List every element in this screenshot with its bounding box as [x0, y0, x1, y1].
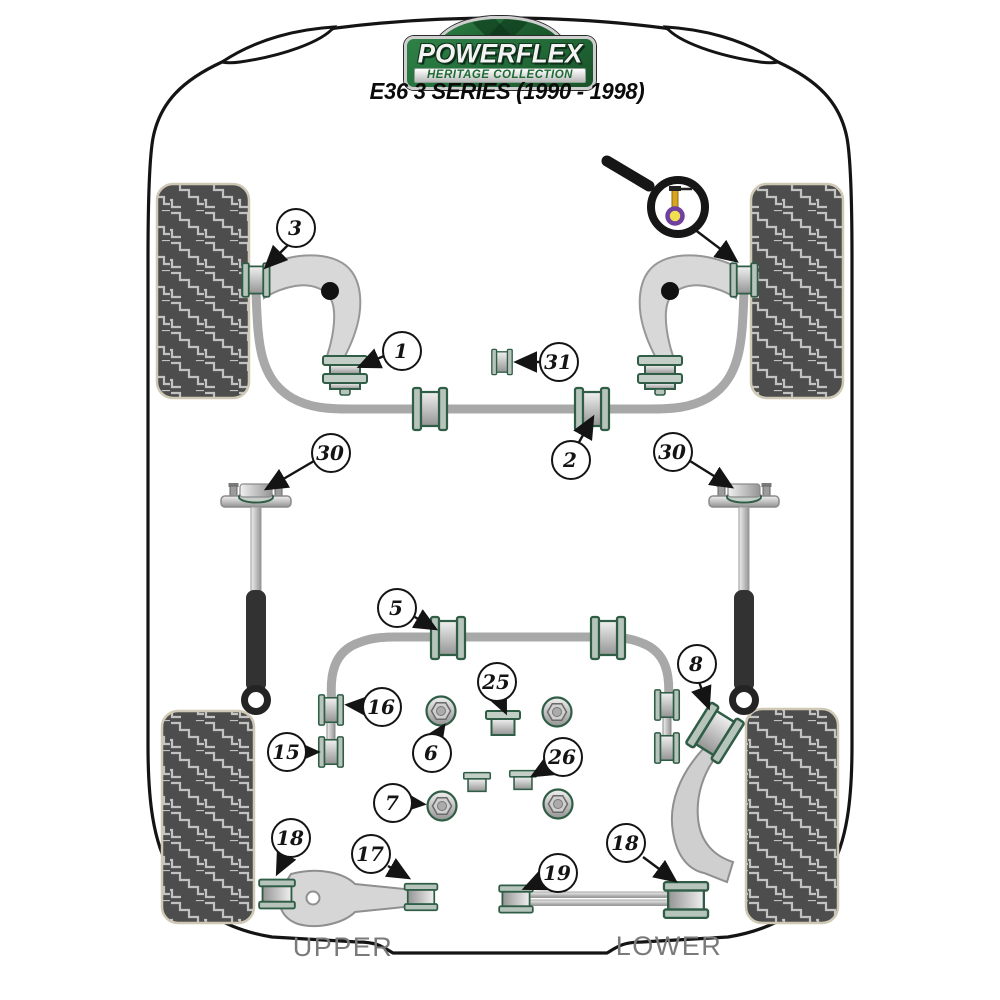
callout-number: 5: [389, 596, 403, 620]
bushing-part25: [485, 710, 521, 736]
rear-lower-arm: [515, 891, 673, 906]
callout-18-right: 18: [606, 823, 646, 863]
callout-number: 16: [367, 695, 395, 719]
callout-8: 8: [677, 644, 717, 684]
strut-right-part30: [709, 483, 779, 712]
bushing-part3-left: [241, 262, 271, 298]
shock-mount-left-part1: [322, 355, 368, 396]
callout-number: 25: [482, 670, 510, 694]
callout-number: 2: [563, 448, 577, 472]
arm-hole: [305, 890, 321, 906]
callout-number: 17: [356, 842, 384, 866]
brand-name: POWERFLEX: [417, 37, 583, 69]
callout-30-right: 30: [653, 432, 693, 472]
callout-26: 26: [543, 737, 583, 777]
callout-number: 26: [548, 745, 576, 769]
callout-5: 5: [377, 588, 417, 628]
callout-19: 19: [538, 853, 578, 893]
callout-number: 6: [424, 741, 438, 765]
small-bushing-part31: [491, 348, 513, 376]
nut-part6-right: [541, 696, 573, 728]
callout-18-left: 18: [271, 818, 311, 858]
end-link-bushing-right-bottom: [653, 732, 681, 764]
callout-number: 3: [288, 216, 302, 240]
tire-rear-left: [160, 709, 256, 925]
bushing-part26-right: [508, 769, 538, 791]
lower-arm-bushing-part18: [662, 880, 710, 920]
callout-1: 1: [382, 331, 422, 371]
tire-front-right: [749, 182, 845, 400]
callout-7: 7: [373, 783, 413, 823]
callout-number: 30: [316, 441, 344, 465]
callout-15: 15: [267, 732, 307, 772]
ball-joint-hole: [321, 282, 339, 300]
logo-badge: POWERFLEX HERITAGE COLLECTION: [404, 36, 596, 90]
callout-number: 18: [611, 831, 639, 855]
tire-rear-right: [744, 707, 840, 925]
bushing-part26-left: [462, 771, 492, 793]
rear-anti-roll-bar: [326, 632, 674, 709]
callout-number: 15: [272, 740, 300, 764]
rear-arb-bushing-left-part5: [429, 615, 467, 661]
trailing-arm: [670, 747, 735, 884]
callout-30-left: 30: [311, 433, 351, 473]
front-anti-roll-bar: [251, 287, 749, 414]
callout-number: 7: [385, 791, 399, 815]
callout-2: 2: [551, 440, 591, 480]
shock-mount-right-part1: [637, 355, 683, 396]
callout-number: 30: [658, 440, 686, 464]
arb-bushing-front-right-part2: [573, 386, 611, 432]
end-link-bushing-right-top: [653, 689, 681, 721]
callout-3: 3: [276, 208, 316, 248]
callout-arrows: [263, 228, 739, 891]
end-link-bushing-part15: [317, 736, 345, 768]
collection-name: HERITAGE COLLECTION: [414, 68, 586, 83]
callout-number: 31: [544, 350, 572, 374]
end-link-bushing-part16: [317, 694, 345, 726]
callout-number: 1: [394, 339, 408, 363]
callout-16: 16: [362, 687, 402, 727]
nut-part6-left: [425, 695, 457, 727]
headlight-left: [218, 25, 338, 65]
bolt-washer: [665, 206, 685, 226]
rear-upper-arm: [278, 869, 415, 928]
strut-left-part30: [221, 483, 291, 712]
rear-arb-bushing-right: [589, 615, 627, 661]
label-upper: UPPER: [292, 932, 394, 962]
callout-31: 31: [539, 342, 579, 382]
bushing-part3-right: [729, 262, 759, 298]
upper-arm-bushing-part17: [403, 882, 439, 912]
model-title: E36 3 SERIES (1990 - 1998): [369, 78, 645, 105]
tires: [155, 182, 845, 925]
callout-6: 6: [412, 733, 452, 773]
front-control-arm-right: [638, 254, 738, 357]
nut-part7-right: [542, 788, 574, 820]
callout-number: 8: [689, 652, 703, 676]
callout-number: 19: [543, 861, 571, 885]
callout-17: 17: [351, 834, 391, 874]
front-control-arm-left: [262, 254, 362, 357]
magnifier-icon: [601, 155, 709, 238]
label-lower: LOWER: [615, 931, 723, 961]
tire-front-left: [155, 182, 251, 400]
callout-number: 18: [276, 826, 304, 850]
arb-bushing-front-left: [411, 386, 449, 432]
headlight-right: [662, 25, 782, 65]
lower-arm-bushing-part19: [498, 884, 534, 914]
nut-part7-left: [426, 790, 458, 822]
upper-arm-bushing-part18: [258, 878, 296, 910]
ball-joint-hole: [661, 282, 679, 300]
powerflex-logo: POWERFLEX HERITAGE COLLECTION: [404, 14, 596, 90]
callout-25: 25: [477, 662, 517, 702]
